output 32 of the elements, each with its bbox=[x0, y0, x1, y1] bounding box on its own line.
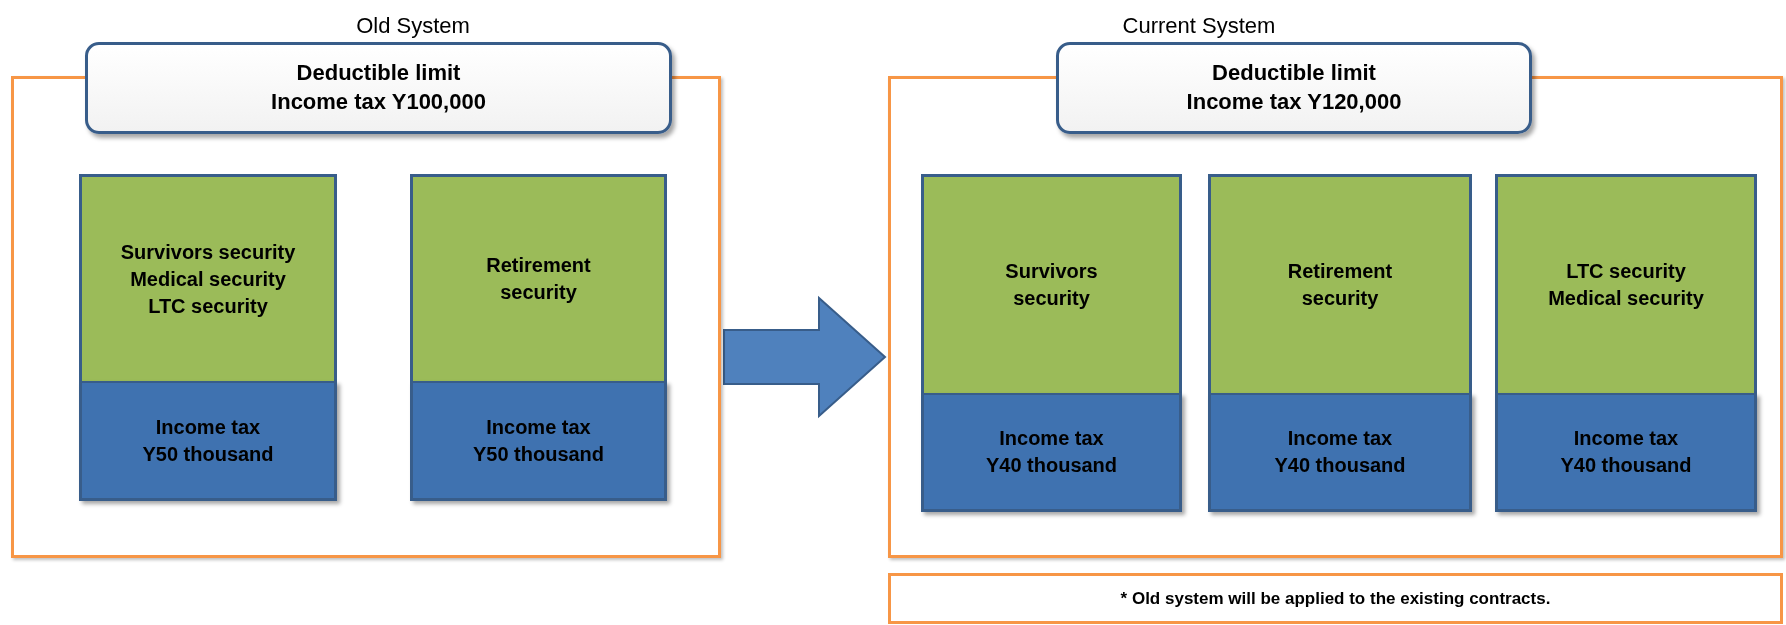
note-box bbox=[888, 573, 1783, 624]
tax-box bbox=[921, 393, 1182, 512]
tax-text: Income tax Y40 thousand bbox=[1273, 426, 1407, 478]
block-arrow bbox=[723, 295, 887, 419]
category-text: LTC security bbox=[148, 293, 268, 319]
tax-text: Income tax Y50 thousand bbox=[141, 414, 275, 467]
tax-text: Income tax Y40 thousand bbox=[984, 426, 1119, 478]
category-box bbox=[79, 174, 337, 381]
tax-box bbox=[79, 381, 337, 501]
tax-box bbox=[410, 381, 667, 501]
category-box bbox=[1495, 174, 1757, 393]
limit-box bbox=[85, 42, 672, 134]
note-text: * Old system will be applied to the existing contracts. bbox=[1120, 588, 1551, 609]
tax-box bbox=[1208, 393, 1472, 512]
tax-text: Income tax Y50 thousand bbox=[471, 414, 606, 467]
category-text: Retirement security bbox=[485, 253, 592, 305]
limit-text: Deductible limit Income tax Y120,000 bbox=[1185, 59, 1403, 116]
limit-box bbox=[1056, 42, 1532, 134]
category-text: Retirement security bbox=[1286, 259, 1394, 311]
panel-title: Old System bbox=[356, 13, 470, 39]
category-text: LTC security bbox=[1566, 259, 1686, 284]
limit-text: Deductible limit Income tax Y100,000 bbox=[270, 59, 487, 116]
category-box bbox=[921, 174, 1182, 393]
category-box bbox=[1208, 174, 1472, 393]
category-box bbox=[410, 174, 667, 381]
panel-title: Current System bbox=[1122, 13, 1276, 39]
category-text: Medical security bbox=[130, 266, 286, 292]
category-text: Medical security bbox=[1548, 286, 1704, 311]
category-text: Survivors security bbox=[120, 239, 296, 265]
category-text: Survivors security bbox=[1004, 259, 1099, 311]
tax-text: Income tax Y40 thousand bbox=[1559, 426, 1693, 478]
tax-box bbox=[1495, 393, 1757, 512]
